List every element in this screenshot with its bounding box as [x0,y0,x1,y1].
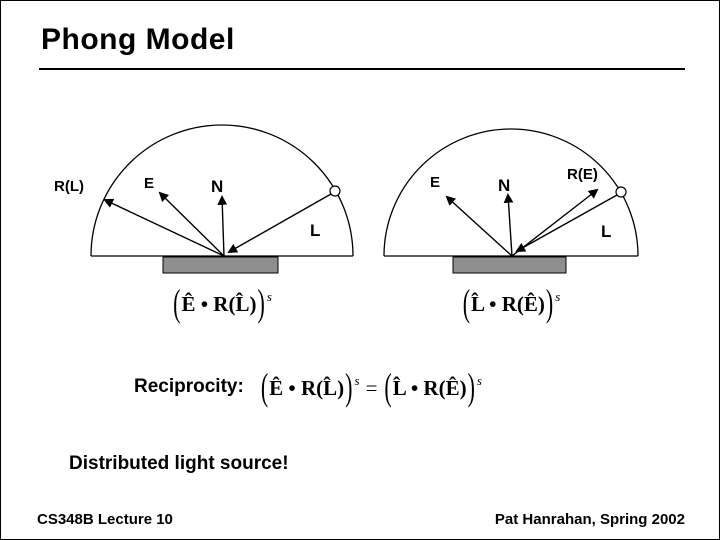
exponent: s [555,289,561,304]
label-rl: R(L) [54,178,84,195]
exponent: s [266,289,272,304]
close-paren: ) [257,280,265,325]
close-paren: ) [467,364,475,409]
close-paren: ) [545,280,554,325]
exponent: s [476,373,482,388]
formula-right: (L̂ • R(Ê))s [384,280,638,324]
formula-body: L̂ • R(Ê) [392,376,467,400]
vector-eye [158,191,225,257]
diagram-right: E N R(E) L [383,128,639,274]
label-l: L [310,221,320,240]
exponent: s [354,373,360,388]
reciprocity-row: Reciprocity: (Ê • R(L̂))s=(L̂ • R(Ê))s [134,364,482,408]
vector-normal [503,193,514,257]
hemisphere-arc [90,124,354,257]
label-e: E [430,174,440,191]
label-e: E [144,175,154,192]
footer-author: Pat Hanrahan, Spring 2002 [494,511,685,528]
label-n: N [498,176,510,195]
light-source-dot [329,185,341,197]
label-l: L [601,222,611,241]
surface-rect [162,256,279,274]
formula-body: L̂ • R(Ê) [471,292,545,316]
open-paren: ( [462,280,471,325]
open-paren: ( [260,364,269,409]
light-source-dot [615,186,627,198]
title-rule [39,68,685,70]
footer-lecture: CS348B Lecture 10 [37,511,173,528]
vector-light [515,194,618,252]
label-re: R(E) [567,166,598,183]
vector-light [227,193,332,253]
equals-sign: = [365,376,378,400]
vector-eye [445,195,513,257]
formula-body: Ê • R(L̂) [269,376,345,400]
distributed-note: Distributed light source! [69,453,289,474]
label-n: N [211,177,223,196]
vector-reflected-light [103,198,225,257]
diagram-left: R(L) E N L [54,124,354,274]
hemisphere-arc [383,128,639,257]
formula-left: (Ê • R(L̂))s [91,280,353,324]
open-paren: ( [384,364,392,409]
open-paren: ( [173,280,181,325]
reciprocity-label: Reciprocity: [134,376,244,397]
reciprocity-formula: (Ê • R(L̂))s=(L̂ • R(Ê))s [260,364,482,408]
page-title: Phong Model [41,23,235,56]
formula-body: Ê • R(L̂) [181,292,257,316]
surface-rect [452,256,567,274]
close-paren: ) [345,364,353,409]
vector-normal [217,195,228,257]
